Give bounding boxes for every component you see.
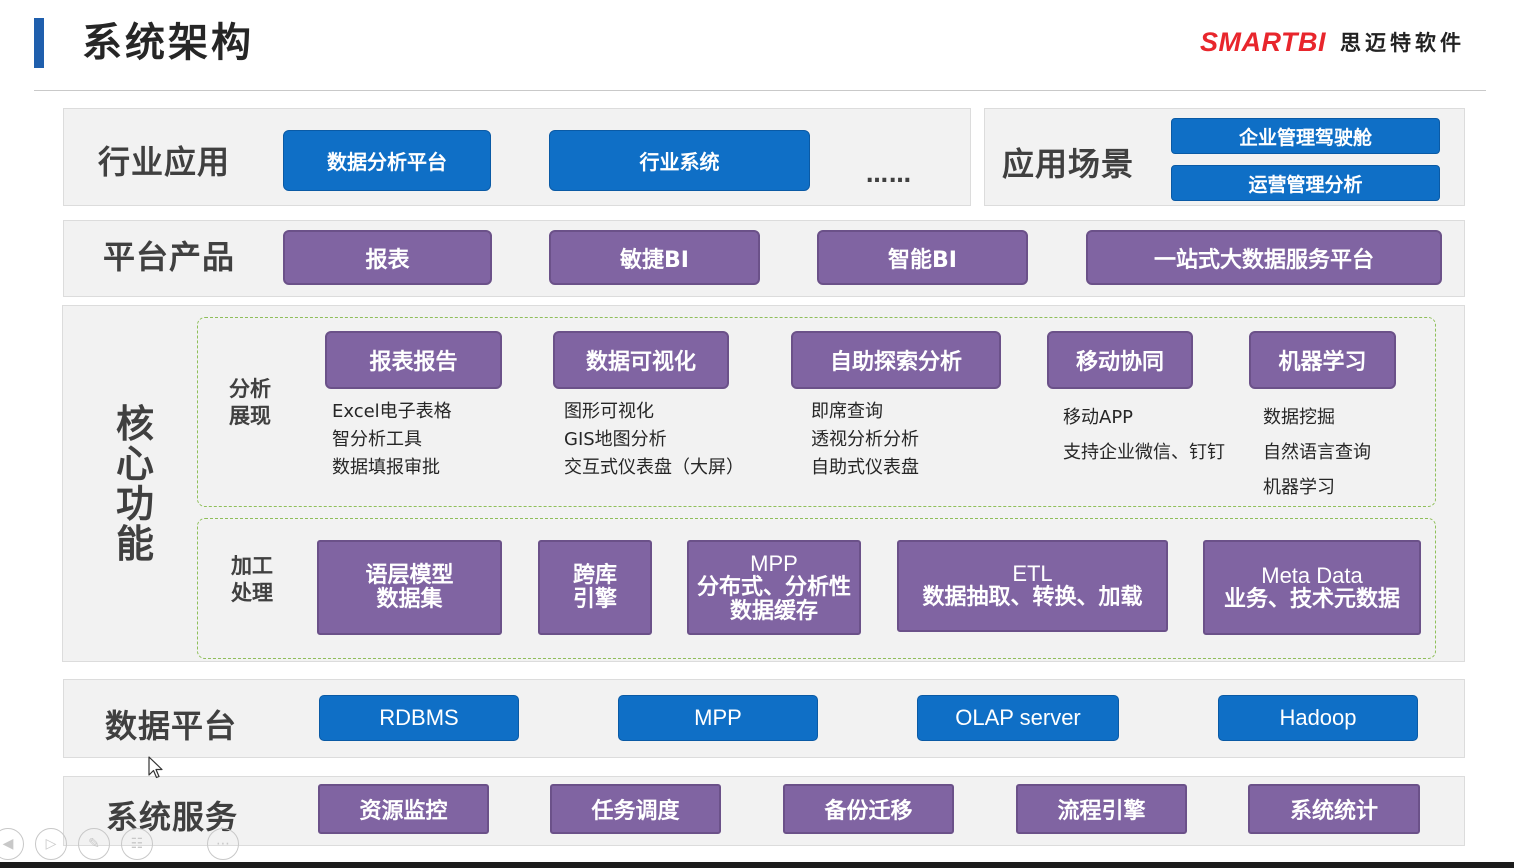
processing-group (197, 518, 1436, 659)
processing-item[interactable]: 语层模型 数据集 (317, 540, 502, 635)
processing-line: ETL (1012, 561, 1053, 586)
header-divider (34, 90, 1486, 91)
bottom-taskbar-edge (0, 862, 1514, 868)
products-label: 平台产品 (103, 238, 236, 276)
data-platform-item[interactable]: Hadoop (1218, 695, 1418, 741)
industry-item[interactable]: 行业系统 (549, 130, 810, 191)
core-label: 核心功能 (115, 402, 154, 566)
processing-label: 加工处理 (231, 554, 273, 605)
feature-text: 交互式仪表盘（大屏） (564, 457, 744, 478)
system-service-item[interactable]: 资源监控 (318, 784, 489, 834)
page-title: 系统架构 (82, 20, 254, 66)
analysis-group (197, 317, 1436, 507)
processing-line: 数据缓存 (729, 598, 818, 624)
processing-line: 语层模型 (365, 562, 454, 588)
product-item[interactable]: 智能BI (817, 230, 1028, 285)
industry-item[interactable]: 数据分析平台 (283, 130, 491, 191)
feature-list: Excel电子表格 智分析工具 数据填报审批 (332, 398, 452, 482)
right-arrow-icon[interactable]: ▷ (35, 828, 67, 860)
feature-list: 数据挖掘 自然语言查询 机器学习 (1263, 400, 1371, 505)
processing-item[interactable]: Meta Data 业务、技术元数据 (1203, 540, 1421, 635)
analysis-label: 分析展现 (229, 377, 271, 428)
processing-line: 业务、技术元数据 (1223, 586, 1400, 612)
processing-line: Meta Data (1261, 562, 1363, 588)
scenarios-label: 应用场景 (1002, 145, 1135, 183)
system-service-item[interactable]: 任务调度 (550, 784, 721, 834)
processing-line: 数据抽取、转换、加载 (922, 585, 1143, 610)
feature-text: 图形可视化 (564, 401, 654, 422)
processing-item[interactable]: 跨库 引擎 (538, 540, 652, 635)
feature-list: 移动APP 支持企业微信、钉钉 (1063, 400, 1225, 470)
feature-text: 支持企业微信、钉钉 (1063, 442, 1225, 463)
product-item[interactable]: 报表 (283, 230, 492, 285)
system-services-panel (63, 776, 1465, 846)
data-platform-item[interactable]: MPP (618, 695, 818, 741)
feature-text: 移动APP (1063, 407, 1134, 428)
processing-line: 数据集 (376, 586, 443, 612)
left-arrow-icon[interactable]: ◀ (0, 828, 24, 860)
processing-line: 引擎 (572, 586, 617, 612)
feature-text: 自助式仪表盘 (811, 457, 919, 478)
processing-line: 分布式、分析性 (696, 574, 851, 600)
brand-logo: SMARTBI 思迈特软件 (1200, 26, 1465, 58)
logo-subtitle: 思迈特软件 (1340, 31, 1466, 55)
feature-text: 数据挖掘 (1263, 407, 1335, 428)
scenario-item[interactable]: 企业管理驾驶舱 (1171, 118, 1440, 154)
analysis-item[interactable]: 自助探索分析 (791, 331, 1001, 389)
more-icon[interactable]: ⋯ (207, 828, 239, 860)
pages-icon[interactable]: ☷ (121, 828, 153, 860)
system-service-item[interactable]: 系统统计 (1248, 784, 1420, 834)
processing-line: MPP (750, 550, 798, 576)
analysis-item[interactable]: 数据可视化 (553, 331, 729, 389)
data-platform-item[interactable]: OLAP server (917, 695, 1119, 741)
feature-text: GIS地图分析 (564, 429, 667, 450)
data-platform-label: 数据平台 (105, 707, 238, 745)
analysis-item[interactable]: 报表报告 (325, 331, 502, 389)
feature-text: 即席查询 (811, 401, 883, 422)
feature-list: 图形可视化 GIS地图分析 交互式仪表盘（大屏） (564, 398, 744, 482)
processing-line: 跨库 (572, 562, 617, 588)
product-item[interactable]: 敏捷BI (549, 230, 760, 285)
feature-text: 智分析工具 (332, 429, 422, 450)
feature-text: Excel电子表格 (332, 401, 452, 422)
feature-text: 数据填报审批 (332, 457, 440, 478)
system-service-item[interactable]: 备份迁移 (783, 784, 954, 834)
analysis-item[interactable]: 机器学习 (1249, 331, 1396, 389)
product-item[interactable]: 一站式大数据服务平台 (1086, 230, 1442, 285)
feature-text: 机器学习 (1263, 477, 1335, 498)
industry-ellipsis: …… (866, 163, 912, 188)
processing-item[interactable]: ETL 数据抽取、转换、加载 (897, 540, 1168, 632)
industry-panel (63, 108, 971, 206)
cursor-icon (148, 756, 163, 779)
logo-wordmark: SMARTBI (1200, 26, 1327, 57)
analysis-item[interactable]: 移动协同 (1047, 331, 1193, 389)
title-accent-bar (34, 18, 44, 68)
feature-text: 透视分析分析 (811, 429, 919, 450)
processing-item[interactable]: MPP 分布式、分析性 数据缓存 (687, 540, 861, 635)
feature-list: 即席查询 透视分析分析 自助式仪表盘 (811, 398, 919, 482)
scenario-item[interactable]: 运营管理分析 (1171, 165, 1440, 201)
industry-label: 行业应用 (98, 143, 231, 181)
system-service-item[interactable]: 流程引擎 (1016, 784, 1187, 834)
pen-icon[interactable]: ✎ (78, 828, 110, 860)
data-platform-item[interactable]: RDBMS (319, 695, 519, 741)
feature-text: 自然语言查询 (1263, 442, 1371, 463)
